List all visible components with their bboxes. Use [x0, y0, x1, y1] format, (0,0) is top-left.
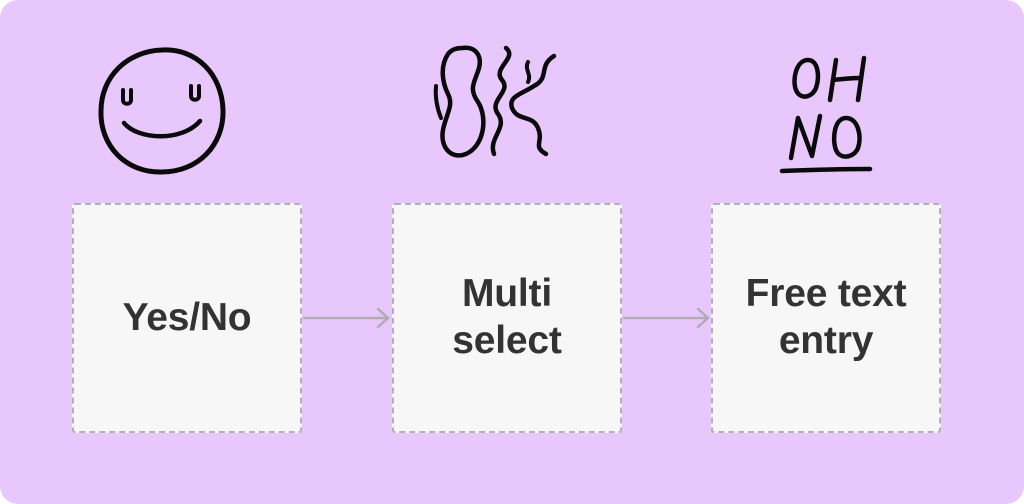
step-label: Free text entry	[745, 272, 907, 362]
arrow-right-icon	[622, 307, 710, 329]
ok-squiggle-icon	[432, 42, 562, 162]
smiley-face-svg	[98, 47, 226, 175]
ok-squiggle-svg	[433, 45, 557, 158]
oh-no-svg	[779, 55, 873, 174]
connector-arrow	[302, 307, 394, 329]
step-label: Yes/No	[122, 295, 252, 339]
step-label: Multi select	[452, 272, 562, 362]
step-box-free-text-entry: Free text entry	[711, 203, 941, 433]
connector-arrow	[622, 307, 714, 329]
smiley-face-icon	[96, 45, 228, 177]
oh-no-icon	[778, 52, 874, 178]
step-box-yes-no: Yes/No	[72, 203, 302, 433]
step-box-multi-select: Multi select	[392, 203, 622, 433]
arrow-right-icon	[302, 307, 390, 329]
